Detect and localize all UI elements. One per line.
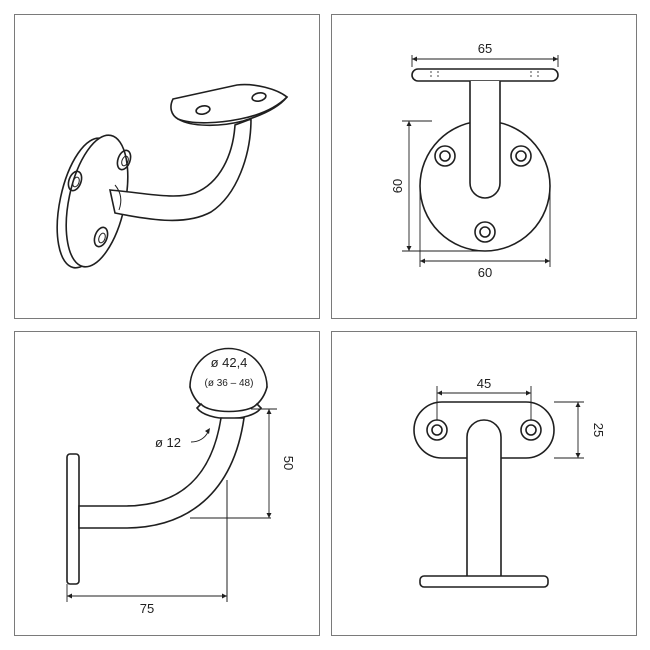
stem	[466, 419, 502, 576]
mount-hole-top	[116, 149, 132, 171]
dim-hole-spacing: 45	[477, 376, 491, 391]
dim-base-width: 60	[478, 265, 492, 280]
hole-left	[434, 145, 456, 167]
front-drawing: 65 60 60	[390, 41, 559, 280]
saddle-hole-left	[195, 105, 211, 115]
hole-right	[510, 145, 532, 167]
perspective-drawing	[56, 83, 289, 269]
saddle-hole-right	[251, 92, 267, 102]
saddle-plate	[170, 83, 289, 124]
dim-height: 50	[281, 456, 296, 470]
saddle-plate	[411, 68, 559, 82]
dim-handrail-range: (ø 36 – 48)	[205, 378, 254, 389]
mount-hole-bottom	[93, 226, 109, 248]
top-drawing: 45 25	[413, 376, 606, 588]
perspective-view-panel	[14, 14, 320, 319]
top-view-panel: 45 25	[331, 331, 637, 636]
saddle	[195, 402, 263, 420]
handrail-outline	[189, 347, 268, 388]
dim-handrail-diameter: ø 42,4	[211, 355, 248, 370]
hole-bottom	[474, 221, 496, 243]
wall-plate	[419, 575, 549, 588]
side-view-panel: 50 75 ø 12 ø 42,4 (ø 36 – 48)	[14, 331, 320, 636]
mount-hole-left	[67, 170, 83, 192]
dim-depth: 25	[591, 423, 606, 437]
front-view-panel: 65 60 60	[331, 14, 637, 319]
dim-height: 60	[390, 179, 405, 193]
dim-tube-diameter: ø 12	[155, 435, 181, 450]
side-drawing: 50 75 ø 12 ø 42,4 (ø 36 – 48)	[66, 347, 296, 616]
bracket-arm	[108, 117, 252, 222]
wall-plate	[66, 453, 80, 585]
dim-projection: 75	[140, 601, 154, 616]
stem	[469, 81, 501, 199]
bracket-arm	[78, 417, 245, 529]
dim-plate-width: 65	[478, 41, 492, 56]
